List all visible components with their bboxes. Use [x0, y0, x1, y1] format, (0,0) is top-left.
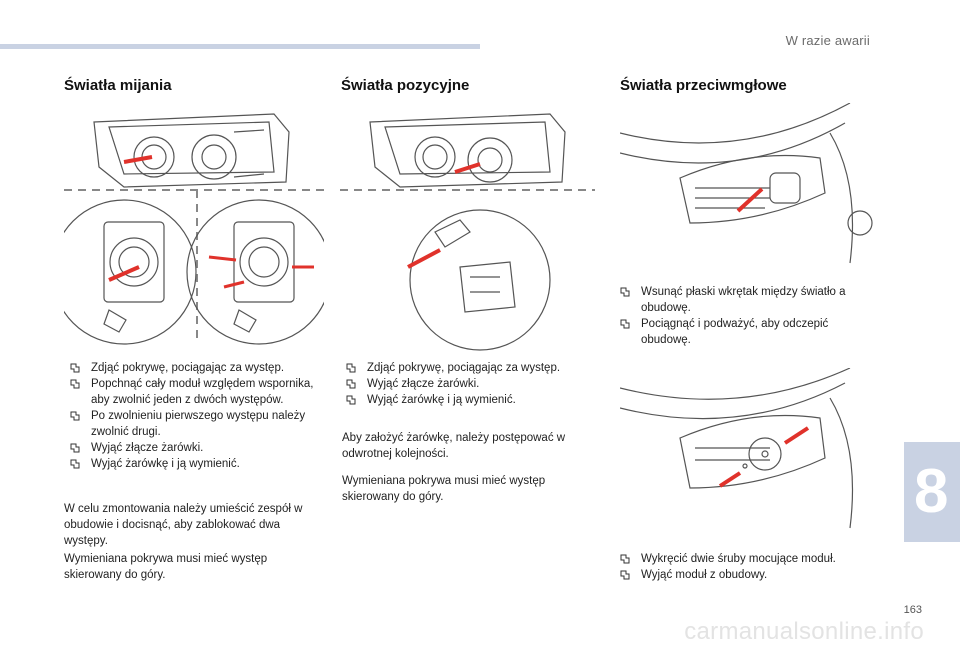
- fog-light-steps-top: Wsunąć płaski wkrętak między światło a o…: [620, 284, 870, 348]
- bullet-arrow-icon: [70, 379, 80, 389]
- fog-light-steps-bottom: Wykręcić dwie śruby mocujące moduł. Wyją…: [620, 551, 870, 583]
- position-light-title: Światła pozycyjne: [341, 77, 470, 94]
- bullet-arrow-icon: [346, 363, 356, 373]
- fog-light-title: Światła przeciwmgłowe: [620, 77, 787, 94]
- position-light-steps: Zdjąć pokrywę, pociągając za występ. Wyj…: [346, 360, 596, 408]
- low-beam-assembly-note: W celu zmontowania należy umieścić zespó…: [64, 503, 303, 547]
- bullet-arrow-icon: [620, 554, 630, 564]
- fog-light-module-illustration: [620, 368, 854, 529]
- list-item: Wyjąć żarówkę i ją wymienić.: [346, 392, 596, 408]
- list-item: Popchnąć cały moduł względem wspornika, …: [70, 376, 318, 408]
- top-accent-bar: [0, 44, 480, 49]
- position-light-cover-note: Wymieniana pokrywa musi mieć występ skie…: [342, 475, 546, 503]
- list-item: Zdjąć pokrywę, pociągając za występ.: [346, 360, 596, 376]
- low-beam-title: Światła mijania: [64, 77, 172, 94]
- list-item: Wsunąć płaski wkrętak między światło a o…: [620, 284, 870, 316]
- list-item: Wyjąć żarówkę i ją wymienić.: [70, 456, 318, 472]
- position-light-reassembly-note: Aby założyć żarówkę, należy postępować w…: [342, 432, 566, 460]
- bullet-arrow-icon: [620, 570, 630, 580]
- list-item: Wyjąć złącze żarówki.: [70, 440, 318, 456]
- bullet-arrow-icon: [70, 459, 80, 469]
- bullet-arrow-icon: [620, 287, 630, 297]
- fog-light-removal-illustration: [620, 103, 873, 264]
- page-number: 163: [903, 604, 922, 616]
- low-beam-illustration: [64, 113, 324, 345]
- list-item: Wyjąć moduł z obudowy.: [620, 567, 870, 583]
- bullet-arrow-icon: [620, 319, 630, 329]
- bullet-arrow-icon: [70, 443, 80, 453]
- chapter-number: 8: [914, 457, 949, 526]
- list-item: Pociągnąć i podważyć, aby odczepić obudo…: [620, 316, 870, 348]
- bullet-arrow-icon: [70, 411, 80, 421]
- low-beam-steps: Zdjąć pokrywę, pociągając za występ. Pop…: [70, 360, 318, 472]
- section-header: W razie awarii: [785, 33, 870, 48]
- list-item: Wyjąć złącze żarówki.: [346, 376, 596, 392]
- bullet-arrow-icon: [346, 379, 356, 389]
- watermark: carmanualsonline.info: [684, 618, 924, 645]
- list-item: Wykręcić dwie śruby mocujące moduł.: [620, 551, 870, 567]
- list-item: Po zwolnieniu pierwszego występu należy …: [70, 408, 318, 440]
- bullet-arrow-icon: [346, 395, 356, 405]
- chapter-tab: 8: [904, 442, 960, 542]
- list-item: Zdjąć pokrywę, pociągając za występ.: [70, 360, 318, 376]
- position-light-illustration: [340, 113, 595, 351]
- low-beam-cover-note: Wymieniana pokrywa musi mieć występ skie…: [64, 553, 268, 581]
- bullet-arrow-icon: [70, 363, 80, 373]
